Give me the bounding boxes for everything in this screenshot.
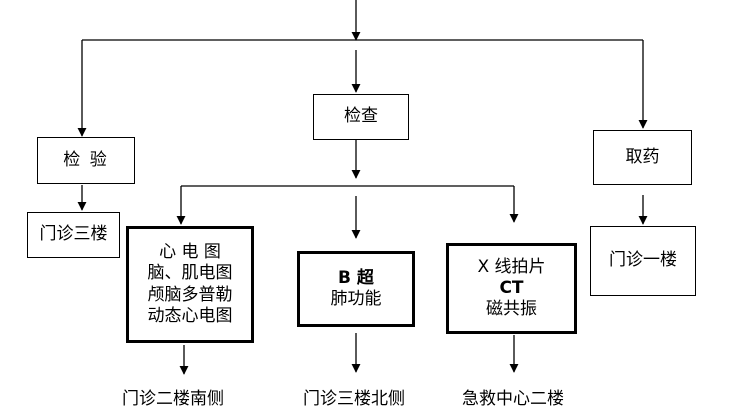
inspect-label: 检 验 [63,149,109,170]
floor-medicine-box: 门诊一楼 [590,226,696,296]
examine-label: 检查 [344,106,378,127]
doppler-item: 颅脑多普勒 [147,284,233,305]
floor-inspect-box: 门诊三楼 [27,212,120,258]
holter-item: 动态心电图 [147,305,233,326]
xray-item: X 线拍片 [477,256,546,277]
ecg-location: 门诊二楼南侧 [122,389,224,409]
imaging-location: 急救中心二楼 [462,389,564,409]
ultrasound-group-box: B 超 肺功能 [297,251,415,327]
medicine-box: 取药 [593,130,692,185]
mri-item: 磁共振 [486,299,537,320]
imaging-group-box: X 线拍片 CT 磁共振 [446,243,577,334]
inspect-box: 检 验 [37,137,135,184]
floor-medicine-label: 门诊一楼 [609,250,677,271]
lung-function-item: 肺功能 [330,289,382,309]
examine-box: 检查 [313,94,409,140]
ultrasound-item: B 超 [338,267,374,288]
ecg-item: 心 电 图 [159,242,221,262]
ct-item: CT [499,277,524,298]
ultrasound-location: 门诊三楼北侧 [303,389,405,409]
medicine-label: 取药 [625,146,660,167]
ecg-group-box: 心 电 图 脑、肌电图 颅脑多普勒 动态心电图 [126,226,254,343]
floor-inspect-label: 门诊三楼 [39,224,108,245]
emg-item: 脑、肌电图 [147,263,233,284]
